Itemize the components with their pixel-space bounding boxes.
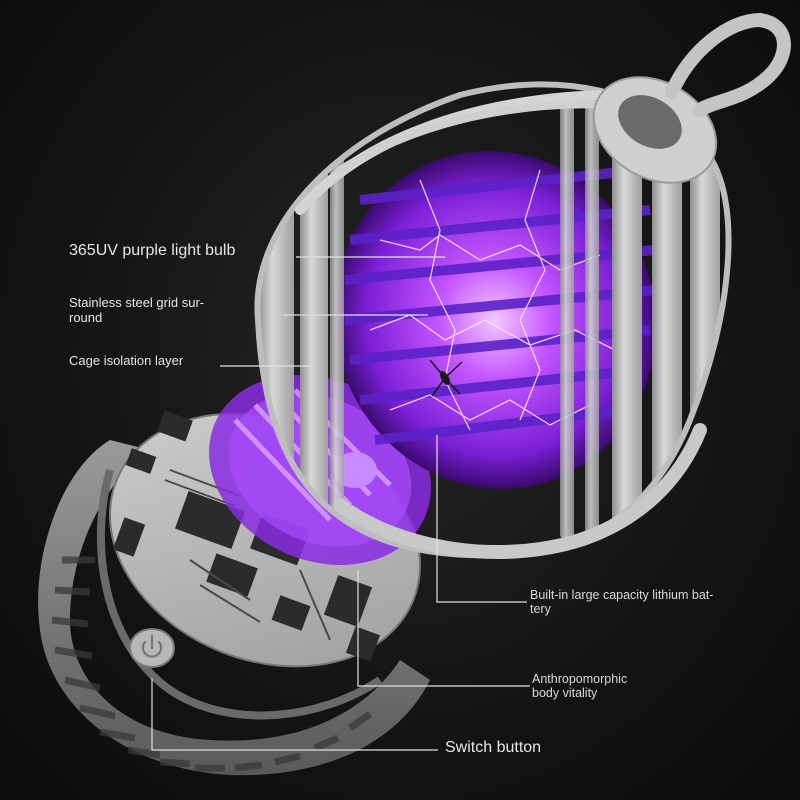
leader-lines [151,256,530,751]
cage-shell [254,12,791,559]
hanging-loop [665,12,791,117]
callout-uv-bulb: 365UV purple light bulb [69,242,236,259]
power-icon [141,634,163,658]
callout-battery: Built-in large capacity lithium bat- ter… [530,588,714,617]
mosquito-icon [429,359,463,397]
callout-switch-button: Switch button [445,739,542,756]
callout-body-vitality: Anthropomorphic body vitality [532,672,628,701]
callout-cage-layer: Cage isolation layer [69,353,184,368]
switch-button[interactable] [129,628,175,668]
callout-steel-grid: Stainless steel grid sur- round [69,295,205,325]
